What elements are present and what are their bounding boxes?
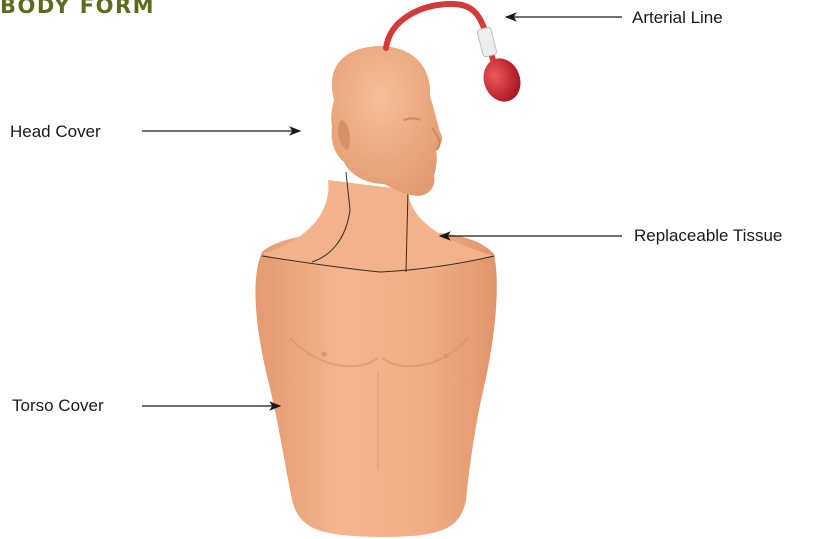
replaceable-tissue-label: Replaceable Tissue [634,226,782,246]
replaceable-tissue [262,180,494,272]
head-cover-label: Head Cover [10,122,101,142]
torso-cover [255,232,496,537]
arterial-bulb [478,53,527,107]
arterial-line-label: Arterial Line [632,8,723,28]
head-cover [331,46,442,196]
torso-cover-label: Torso Cover [12,396,104,416]
